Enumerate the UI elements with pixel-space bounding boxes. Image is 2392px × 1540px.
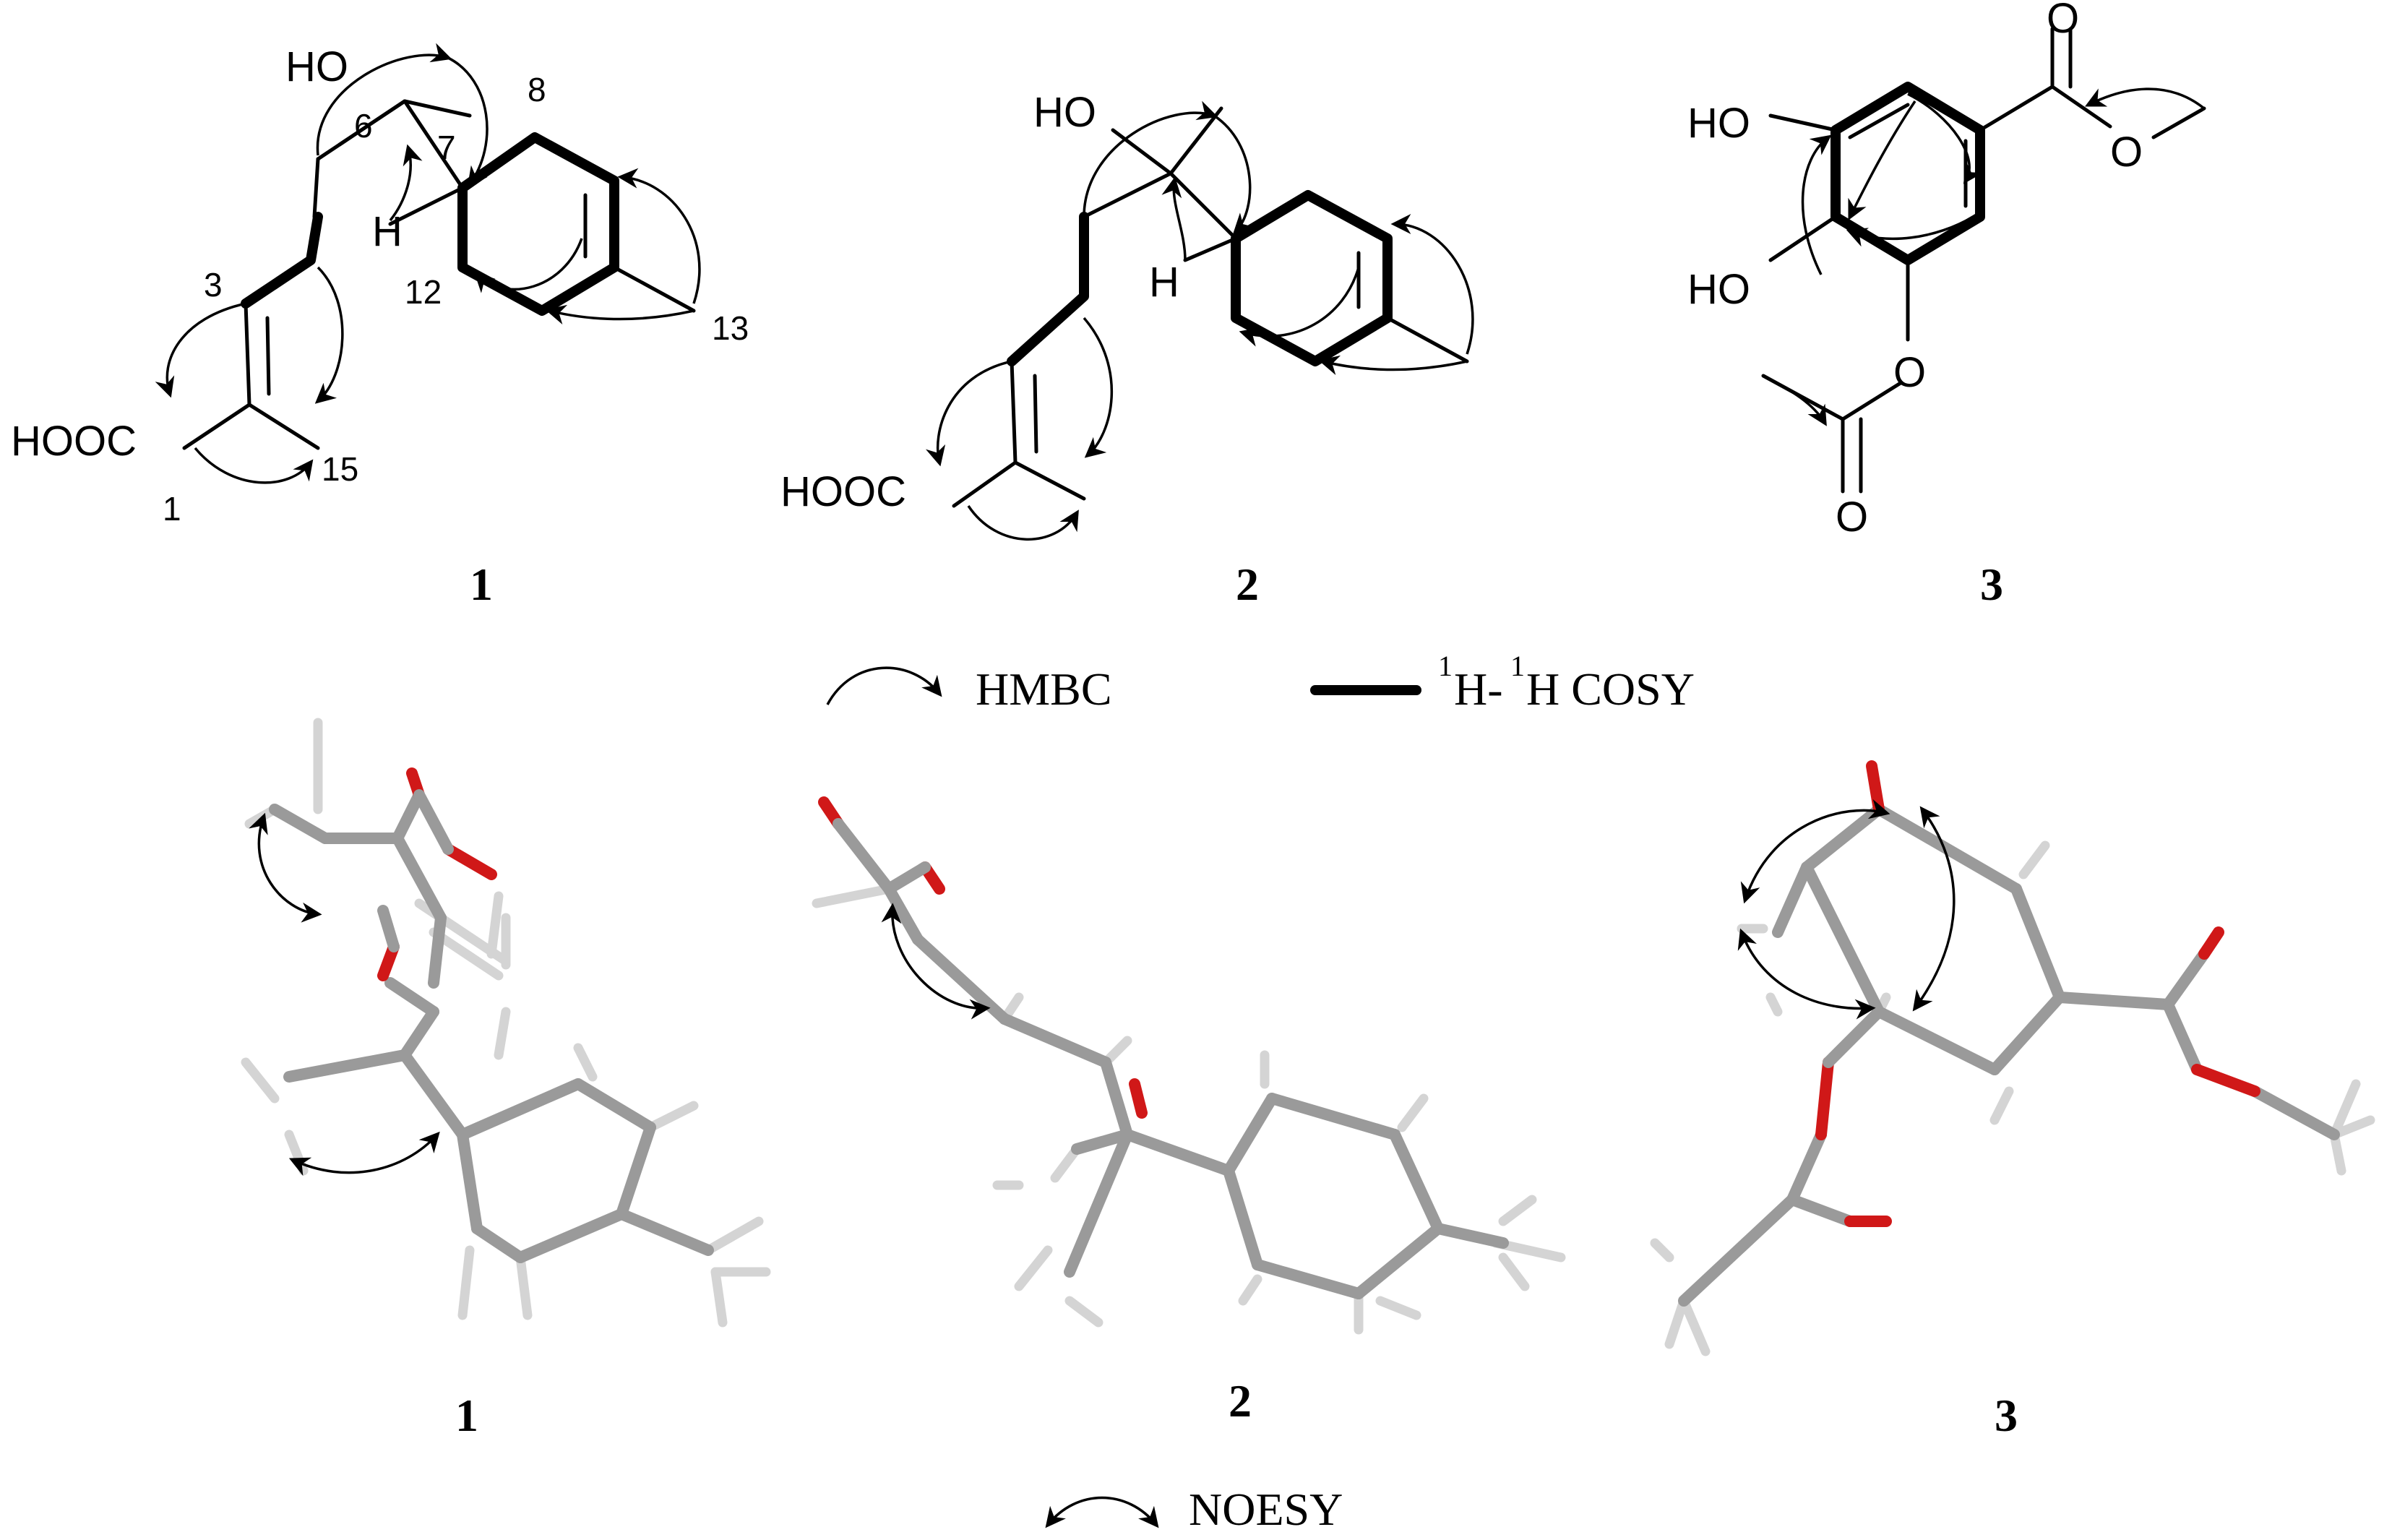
locant-15: 15	[322, 450, 358, 488]
label-o-acetyl: O	[1836, 494, 1868, 541]
compound-2-cosy-bonds	[1007, 190, 1393, 366]
locant-6: 6	[354, 107, 373, 145]
model-1-noesy-arrows	[249, 812, 440, 1176]
label-o-acetoxy: O	[1893, 349, 1926, 396]
model-number-1: 1	[455, 1390, 478, 1441]
legend-hmbc-arrow	[826, 666, 942, 705]
label-h: H	[1149, 259, 1179, 306]
locant-3: 3	[204, 266, 223, 304]
label-o-ester: O	[2110, 129, 2143, 176]
label-acid: HOOC	[780, 468, 906, 515]
label-o-carbonyl: O	[2047, 0, 2079, 42]
label-acid: HOOC	[11, 418, 137, 465]
label-h: H	[372, 208, 403, 255]
compound-number-1: 1	[470, 559, 493, 610]
locant-7: 7	[437, 129, 456, 166]
legend-noesy: NOESY	[1045, 1484, 1343, 1535]
model-2-noesy-arrows	[881, 903, 991, 1020]
compound-2-bonds	[952, 106, 1238, 508]
model-number-3: 3	[1995, 1390, 2018, 1441]
label-ho: HO	[1033, 89, 1096, 136]
compound-1-bonds	[182, 99, 472, 450]
model-2-carbons	[883, 883, 1509, 1299]
model-1-carbons	[269, 789, 714, 1263]
label-ho-bottom: HO	[1687, 266, 1750, 313]
model-2-structure: 2	[812, 796, 1566, 1427]
compound-3-structure: HO HO O O O O 3	[1687, 0, 2206, 610]
legend-hmbc-label: HMBC	[976, 663, 1112, 715]
locant-1: 1	[163, 490, 181, 528]
model-3-structure: 3	[1650, 760, 2375, 1441]
compound-2-hmbc-arrows	[926, 100, 1474, 541]
legend-cosy-sup2: 1	[1510, 650, 1525, 682]
legend-noesy-arrow	[1045, 1496, 1159, 1528]
compound-3-bonds	[1761, 27, 2206, 494]
locant-12: 12	[405, 273, 442, 311]
model-number-2: 2	[1229, 1375, 1252, 1427]
compound-3-hmbc-arrows	[1763, 87, 2206, 426]
compound-number-3: 3	[1980, 559, 2003, 610]
compound-1-structure: HO HOOC H 1 3 6 7 8 12 13 15 1	[11, 43, 749, 610]
model-1-hydrogens	[241, 718, 771, 1328]
model-1-structure: 1	[241, 718, 771, 1441]
model-2-oxygens	[818, 796, 1148, 1119]
compound-1-hmbc-arrows	[155, 43, 701, 484]
locant-8: 8	[528, 71, 546, 108]
compound-2-structure: HO HOOC H 2	[780, 89, 1474, 610]
legend-hmbc-cosy: HMBC 1 H- 1 H COSY	[826, 650, 1695, 715]
label-ho: HO	[285, 43, 348, 90]
model-3-noesy-arrows	[1737, 799, 1956, 1020]
legend-noesy-label: NOESY	[1189, 1484, 1343, 1535]
legend-cosy-h2: H COSY	[1526, 663, 1695, 715]
legend-cosy-sup1: 1	[1438, 650, 1453, 682]
model-3-carbons	[1678, 804, 2340, 1307]
label-ho-top: HO	[1687, 100, 1750, 147]
legend-cosy-h1: H-	[1454, 663, 1503, 715]
compound-number-2: 2	[1236, 559, 1259, 610]
locant-13: 13	[712, 309, 749, 347]
